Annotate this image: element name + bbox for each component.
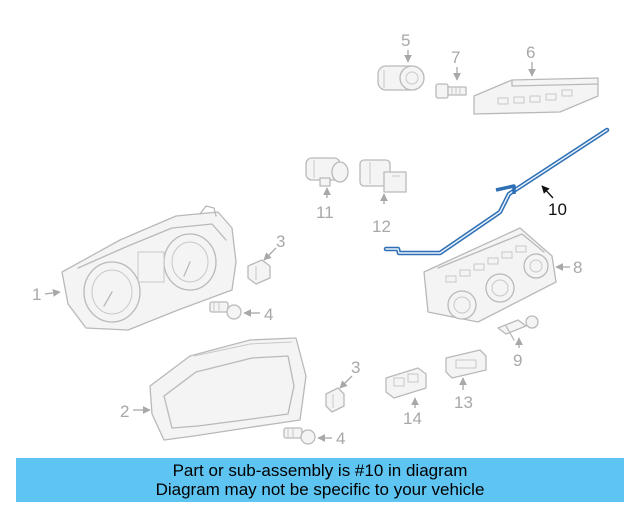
callout-5: 5 xyxy=(401,31,410,50)
part-3-clip-lower xyxy=(325,387,345,413)
banner-line-1: Part or sub-assembly is #10 in diagram xyxy=(172,461,468,480)
callout-13: 13 xyxy=(454,393,473,412)
callout-7: 7 xyxy=(451,48,460,67)
part-1-instrument-cluster xyxy=(61,205,237,331)
callout-12: 12 xyxy=(372,217,391,236)
part-4-screw-lower xyxy=(283,427,316,445)
part-4-screw-upper xyxy=(209,301,242,320)
callout-1: 1 xyxy=(32,285,41,304)
parts-diagram: 5 7 6 11 12 xyxy=(32,31,610,448)
callout-11: 11 xyxy=(316,203,334,222)
callout-3-upper: 3 xyxy=(276,232,285,251)
callout-14: 14 xyxy=(403,409,422,428)
part-10-cable xyxy=(383,127,610,256)
part-2-cluster-bezel xyxy=(149,337,307,441)
callout-3-lower: 3 xyxy=(351,358,360,377)
callout-4-upper: 4 xyxy=(264,305,273,324)
part-11-connector xyxy=(305,157,349,187)
part-14-switch xyxy=(385,367,427,399)
part-6-switch-panel xyxy=(473,77,599,115)
part-7-screw xyxy=(435,83,467,99)
callout-6: 6 xyxy=(526,43,535,62)
part-3-clip-upper xyxy=(247,259,271,285)
banner-line-2: Diagram may not be specific to your vehi… xyxy=(155,480,485,499)
part-9-bulb xyxy=(497,315,539,341)
callout-8: 8 xyxy=(573,258,582,277)
callout-10: 10 xyxy=(548,200,567,219)
callout-2: 2 xyxy=(120,402,129,421)
callout-9: 9 xyxy=(513,351,522,370)
part-13-switch xyxy=(445,349,487,379)
part-8-control-panel xyxy=(423,227,557,323)
callout-4-lower: 4 xyxy=(336,429,345,448)
part-5-knob xyxy=(377,65,425,91)
info-banner: Part or sub-assembly is #10 in diagram D… xyxy=(16,458,624,502)
part-12-connector xyxy=(359,159,407,193)
